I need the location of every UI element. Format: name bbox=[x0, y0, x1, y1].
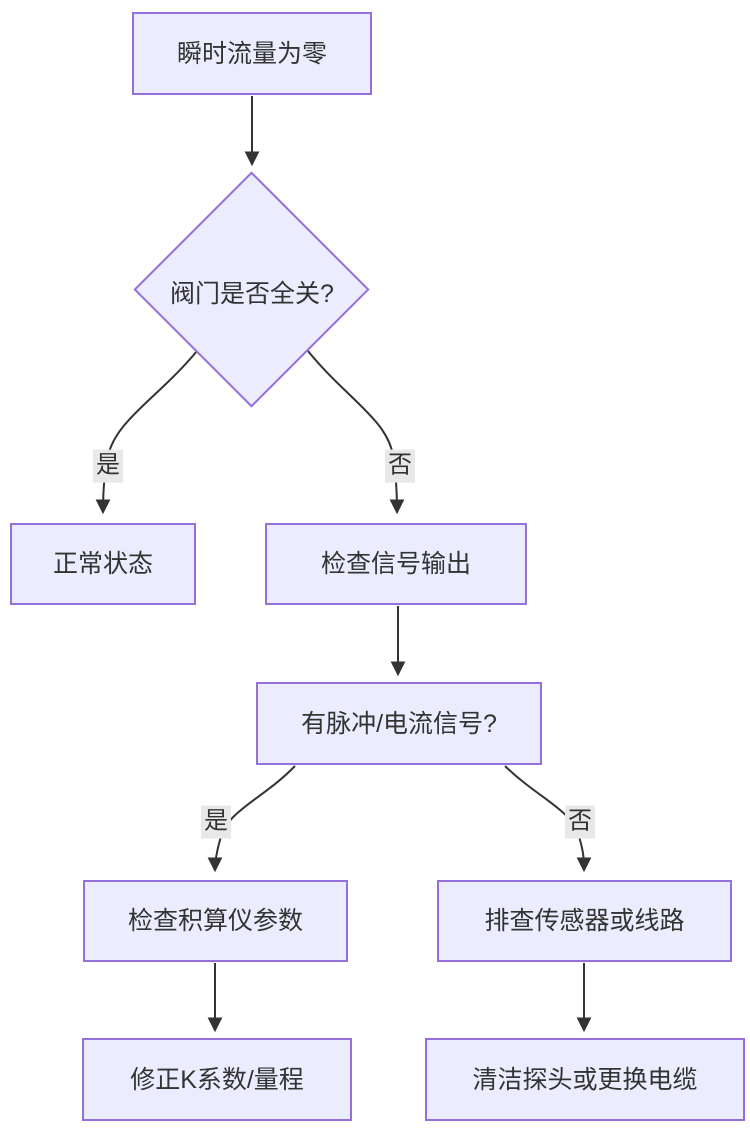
edge-label-valve-no: 否 bbox=[385, 449, 415, 483]
node-fix-k-factor-range: 修正K系数/量程 bbox=[82, 1038, 352, 1121]
node-pulse-signal-question: 有脉冲/电流信号? bbox=[256, 682, 542, 765]
node-instant-flow-zero: 瞬时流量为零 bbox=[132, 12, 372, 95]
node-normal-state: 正常状态 bbox=[10, 523, 196, 605]
node-clean-probe-replace-cable: 清洁探头或更换电缆 bbox=[425, 1038, 745, 1121]
edge-valve-no bbox=[307, 350, 405, 515]
node-check-sensor-wiring: 排查传感器或线路 bbox=[437, 880, 732, 962]
edge-label-valve-yes: 是 bbox=[93, 449, 123, 483]
node-check-totalizer-params: 检查积算仪参数 bbox=[83, 880, 348, 962]
node-valve-closed-decision-label: 阀门是否全关? bbox=[170, 280, 334, 308]
edge-label-pulse-yes: 是 bbox=[201, 805, 231, 839]
node-check-signal-output: 检查信号输出 bbox=[265, 523, 527, 605]
edge-label-pulse-no: 否 bbox=[565, 805, 595, 839]
edge-valve-yes bbox=[95, 350, 198, 515]
